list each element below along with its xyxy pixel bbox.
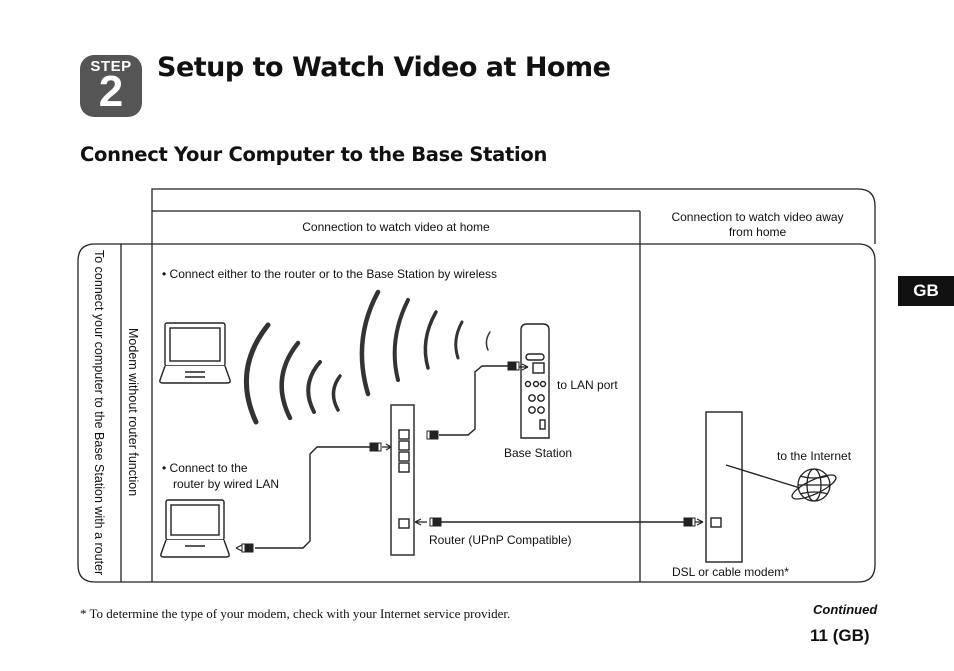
base-station-icon bbox=[520, 323, 550, 439]
diagram-header-frame bbox=[151, 188, 876, 244]
base-station-label: Base Station bbox=[504, 446, 573, 460]
row-label-outer: To connect your computer to the Base Sta… bbox=[92, 250, 106, 576]
laptop-bottom-icon bbox=[160, 499, 230, 558]
cables bbox=[255, 365, 801, 549]
step-word: STEP bbox=[90, 58, 132, 75]
cable-laptop-to-router bbox=[255, 446, 371, 549]
page-number: 11 (GB) bbox=[810, 626, 870, 645]
wireless-note: • Connect either to the router or to the… bbox=[162, 267, 498, 281]
page-title: Setup to Watch Video at Home bbox=[157, 52, 611, 83]
continued-label: Continued bbox=[813, 602, 878, 617]
modem-label: DSL or cable modem* bbox=[672, 565, 789, 579]
column-header-home: Connection to watch video at home bbox=[302, 220, 490, 234]
modem-icon bbox=[705, 411, 743, 563]
router-icon bbox=[390, 404, 415, 556]
language-tab: GB bbox=[898, 276, 954, 306]
row-label-inner: Modem without router function bbox=[126, 328, 140, 497]
cable-base-to-router bbox=[439, 365, 510, 436]
arrows bbox=[235, 363, 704, 552]
column-header-away-line1: Connection to watch video away bbox=[671, 210, 844, 224]
to-lan-port-label: to LAN port bbox=[557, 378, 618, 392]
step-badge: STEP 2 bbox=[80, 55, 142, 117]
footnote: * To determine the type of your modem, c… bbox=[80, 606, 511, 621]
globe-icon bbox=[791, 468, 837, 502]
section-subtitle: Connect Your Computer to the Base Statio… bbox=[80, 143, 548, 166]
laptop-top-icon bbox=[159, 322, 231, 384]
step-number: 2 bbox=[98, 67, 124, 116]
wired-note-line1: • Connect to the bbox=[162, 461, 248, 475]
router-label: Router (UPnP Compatible) bbox=[429, 533, 572, 547]
wireless-waves-icon bbox=[243, 289, 491, 425]
to-internet-label: to the Internet bbox=[777, 449, 852, 463]
cable-modem-to-internet bbox=[725, 464, 801, 489]
column-header-away-line2: from home bbox=[728, 225, 787, 239]
connector-plugs bbox=[241, 361, 696, 553]
wired-note-line2: router by wired LAN bbox=[173, 477, 280, 491]
diagram-main-frame bbox=[77, 243, 876, 583]
